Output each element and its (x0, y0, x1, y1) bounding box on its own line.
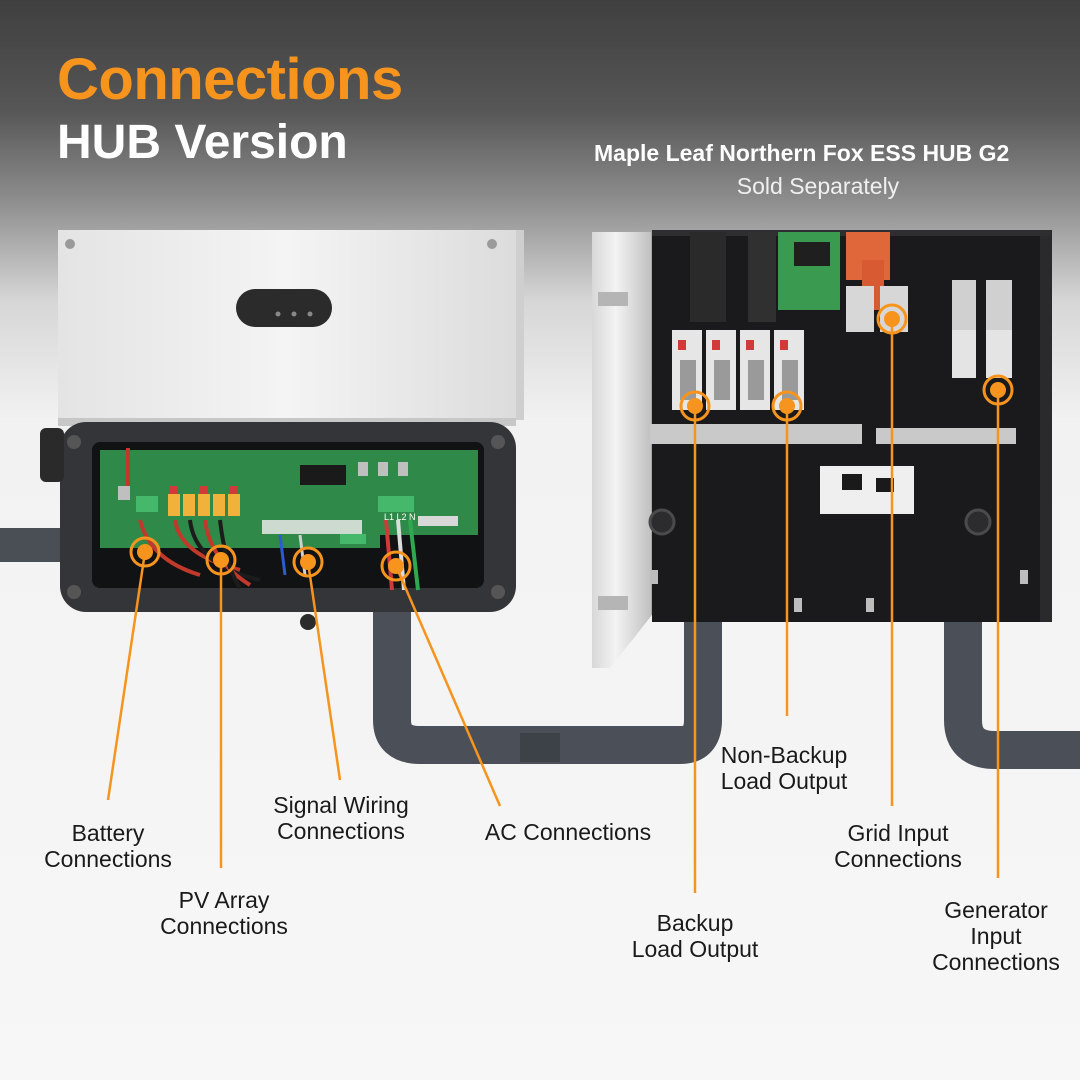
ac-connection-marker (380, 550, 412, 582)
page-title: Connections (57, 47, 403, 112)
hub-product-name: Maple Leaf Northern Fox ESS HUB G2 (594, 140, 1010, 166)
neutral-bus-bar (650, 424, 862, 444)
generator-input-connections-label: Generator Input Connections (932, 897, 1060, 975)
hub-sold-separately-note: Sold Separately (736, 173, 900, 199)
inverter-unit: L1 L2 N (40, 230, 524, 630)
wiring-label-sticker (820, 466, 914, 514)
grid-input-marker (876, 303, 908, 335)
pv-array-connections-label: PV Array Connections (160, 887, 288, 939)
battery-connection-marker (129, 536, 161, 568)
battery-connections-label: Battery Connections (44, 820, 172, 872)
display-panel (236, 289, 332, 327)
callout-markers (129, 303, 1014, 582)
non-backup-load-output-label: Non-Backup Load Output (720, 742, 848, 794)
page-subtitle: HUB Version (57, 116, 348, 169)
ac-leader-line (394, 565, 502, 807)
pv-connection-marker (205, 544, 237, 576)
ac-terminal-markings: L1 L2 N (384, 512, 416, 522)
backup-load-output-label: Backup Load Output (631, 910, 759, 962)
signal-wiring-connections-label: Signal Wiring Connections (273, 792, 409, 844)
pv-terminal-block (168, 486, 240, 516)
signal-leader-line (306, 561, 342, 781)
battery-leader-line (106, 551, 147, 801)
grid-input-connections-label: Grid Input Connections (834, 820, 962, 872)
nonbackup-load-marker (771, 390, 803, 422)
callout-leaders (106, 319, 1000, 893)
ac-connections-label: AC Connections (484, 819, 652, 845)
signal-connection-marker (292, 546, 324, 578)
ground-bus-bar (876, 428, 1016, 444)
backup-load-marker (679, 390, 711, 422)
generator-input-marker (982, 374, 1014, 406)
ess-hub-unit (592, 230, 1052, 668)
hub-load-breakers (672, 330, 804, 410)
